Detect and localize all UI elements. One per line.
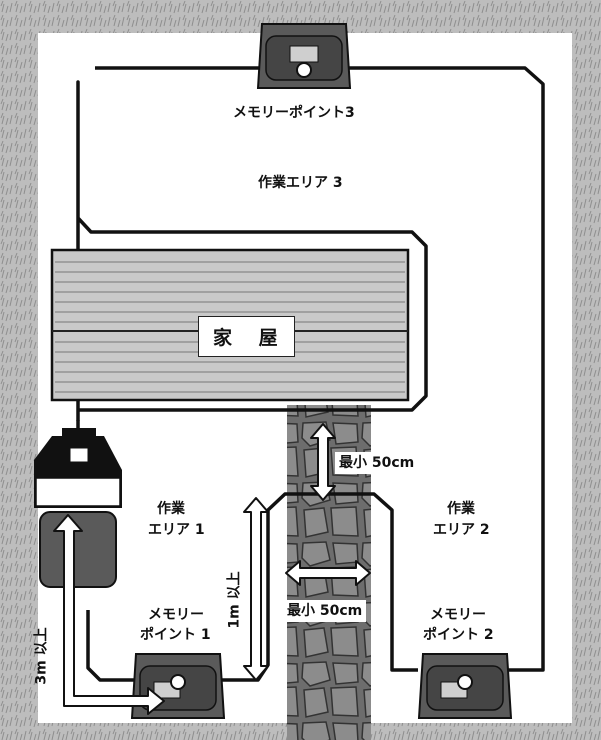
memory-point-1-label-line1: メモリー	[148, 607, 204, 623]
house-label: 家 屋	[198, 316, 295, 357]
double-arrow-icon	[285, 560, 371, 586]
memory-point-1-label-line2: ポイント 1	[140, 627, 211, 643]
work-area-1-label-line2: エリア 1	[148, 522, 205, 538]
min-50cm-top-label: 最小 50cm	[335, 452, 419, 474]
double-arrow-icon	[53, 514, 165, 715]
min-1m-label: 1m 以上	[226, 571, 243, 629]
charging-station-icon	[34, 428, 122, 588]
min-50cm-bottom-label: 最小 50cm	[283, 600, 367, 622]
robotic-mower-icon	[130, 653, 226, 719]
double-arrow-icon	[310, 423, 336, 501]
robotic-mower-icon	[417, 653, 513, 719]
memory-point-3-label: メモリーポイント3	[233, 105, 355, 121]
work-area-2-label-line1: 作業	[447, 501, 475, 517]
min-3m-label: 3m 以上	[33, 627, 50, 685]
memory-point-2-label-line2: ポイント 2	[423, 627, 494, 643]
work-area-1-label-line1: 作業	[157, 501, 185, 517]
work-area-2-label-line2: エリア 2	[433, 522, 490, 538]
double-arrow-icon	[243, 497, 269, 681]
robotic-mower-icon	[256, 23, 352, 89]
boundary-wire	[76, 66, 545, 682]
work-area-3-label: 作業エリア 3	[258, 175, 343, 191]
memory-point-2-label-line1: メモリー	[430, 607, 486, 623]
